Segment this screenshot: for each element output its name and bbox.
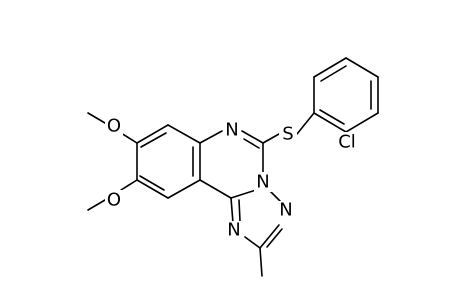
oxygen-atom-upper: O [107,116,121,137]
bond [238,199,241,222]
atom-mask [277,201,295,221]
bond [259,224,280,249]
nitrogen-atom-triazole-upper: N [279,200,292,221]
bond [319,109,345,125]
bond [241,130,264,144]
nitrogen-atom-imine: N [225,120,238,141]
bond [120,179,138,191]
atom-labels: O O N N N N S Cl [105,115,360,241]
atom-mask [279,125,297,145]
chlorine-atom: Cl [338,132,356,153]
bond [243,138,260,149]
bond [345,112,379,133]
bond [259,247,263,277]
bond [120,132,138,144]
nitrogen-atom-bridgehead: N [256,172,269,193]
bond [199,179,232,199]
bond [230,197,234,224]
bond [296,112,315,135]
bond [313,57,347,78]
oxygen-atom-lower: O [107,190,121,211]
bond [140,132,167,148]
bond [136,179,169,199]
atom-mask [105,190,123,210]
bond [87,199,106,211]
bond [199,130,223,144]
bond [345,57,379,78]
bond [87,112,106,124]
bonds [87,57,379,277]
bond [167,124,201,144]
atom-mask [334,132,360,152]
bond [320,65,347,82]
bond [136,124,169,144]
bond [139,175,165,191]
sulfur-atom: S [282,124,293,145]
atom-mask [223,121,241,141]
bond [266,228,283,248]
bond [167,179,201,199]
bond [262,133,280,144]
nitrogen-atom-triazole-lower: N [227,220,240,241]
bond [244,236,261,249]
bond [313,112,347,133]
bond [230,189,257,199]
atom-mask [254,172,272,192]
atom-mask [225,221,243,241]
atom-mask [105,115,123,135]
